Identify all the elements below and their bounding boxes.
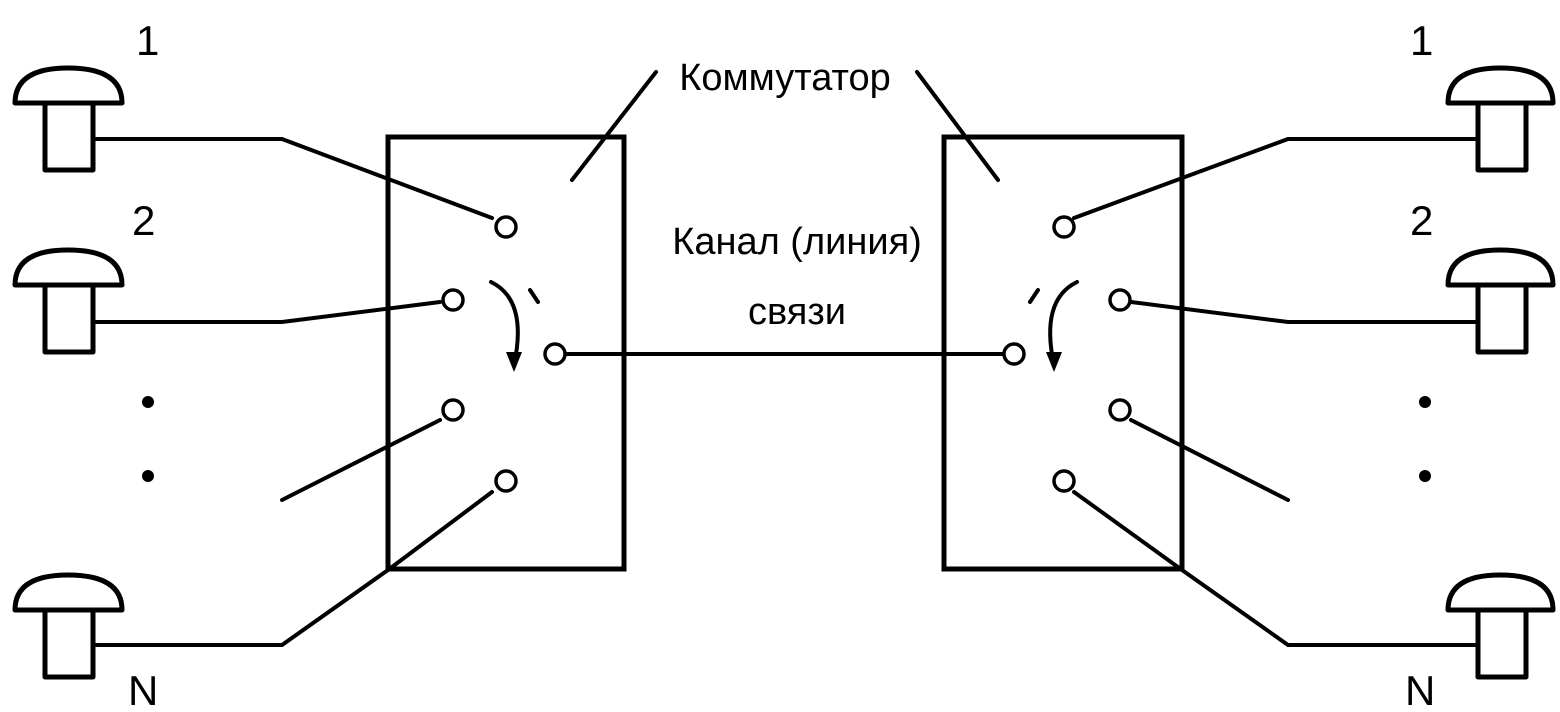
phone-icon bbox=[12, 247, 125, 355]
ellipsis-dot bbox=[142, 470, 154, 482]
right-phone-n bbox=[1445, 572, 1556, 680]
phone-icon bbox=[1445, 65, 1556, 173]
switch-label: Коммутатор bbox=[679, 57, 890, 99]
left-switch-arrow-icon bbox=[506, 352, 522, 372]
right-phone-1-label: 1 bbox=[1410, 17, 1433, 64]
right-switch-pivot bbox=[1028, 288, 1040, 304]
left-switch-terminal bbox=[494, 469, 518, 493]
right-switch-terminal bbox=[1108, 288, 1132, 312]
left-switch-terminal bbox=[441, 398, 465, 422]
left-line-3 bbox=[280, 418, 442, 502]
left-phone-2-label: 2 bbox=[132, 197, 155, 244]
right-switch-terminal bbox=[1108, 398, 1132, 422]
left-line-n bbox=[91, 490, 494, 647]
right-phone-2 bbox=[1445, 247, 1556, 355]
right-phone-n-label: N bbox=[1405, 667, 1435, 712]
right-phone-2-label: 2 bbox=[1410, 197, 1433, 244]
left-switch-terminal bbox=[494, 215, 518, 239]
right-line-2 bbox=[1129, 300, 1480, 324]
left-phone-1-label: 1 bbox=[136, 17, 159, 64]
channel-label-line2: связи bbox=[748, 291, 846, 333]
left-phone-n-label: N bbox=[128, 667, 158, 712]
right-switch-arrow-icon bbox=[1046, 352, 1062, 372]
phone-icon bbox=[1445, 572, 1556, 680]
right-line-1 bbox=[1072, 137, 1480, 220]
left-switch-terminal bbox=[543, 342, 567, 366]
right-switch-terminal bbox=[1052, 469, 1076, 493]
switch-label-pointer-left bbox=[570, 70, 658, 182]
right-phone-1 bbox=[1445, 65, 1556, 173]
right-switch-box bbox=[941, 134, 1185, 572]
channel-label-line1: Канал (линия) bbox=[672, 221, 922, 263]
left-phone-1 bbox=[12, 65, 125, 173]
left-switch-pivot bbox=[528, 288, 540, 304]
left-switch-terminal bbox=[441, 288, 465, 312]
switch-label-pointer-right bbox=[915, 70, 1000, 182]
left-phone-n bbox=[12, 572, 125, 680]
left-phone-2 bbox=[12, 247, 125, 355]
left-switch-arm bbox=[489, 280, 520, 367]
right-switch-arm bbox=[1048, 280, 1079, 367]
phone-icon bbox=[1445, 247, 1556, 355]
right-switch-terminal bbox=[1052, 215, 1076, 239]
left-line-1 bbox=[91, 137, 494, 220]
ellipsis-dot bbox=[142, 396, 154, 408]
ellipsis-dot bbox=[1419, 396, 1431, 408]
phone-icon bbox=[12, 65, 125, 173]
right-line-n bbox=[1072, 490, 1480, 647]
right-switch-terminal bbox=[1002, 342, 1026, 366]
right-line-3 bbox=[1129, 418, 1290, 502]
phone-icon bbox=[12, 572, 125, 680]
ellipsis-dot bbox=[1419, 470, 1431, 482]
